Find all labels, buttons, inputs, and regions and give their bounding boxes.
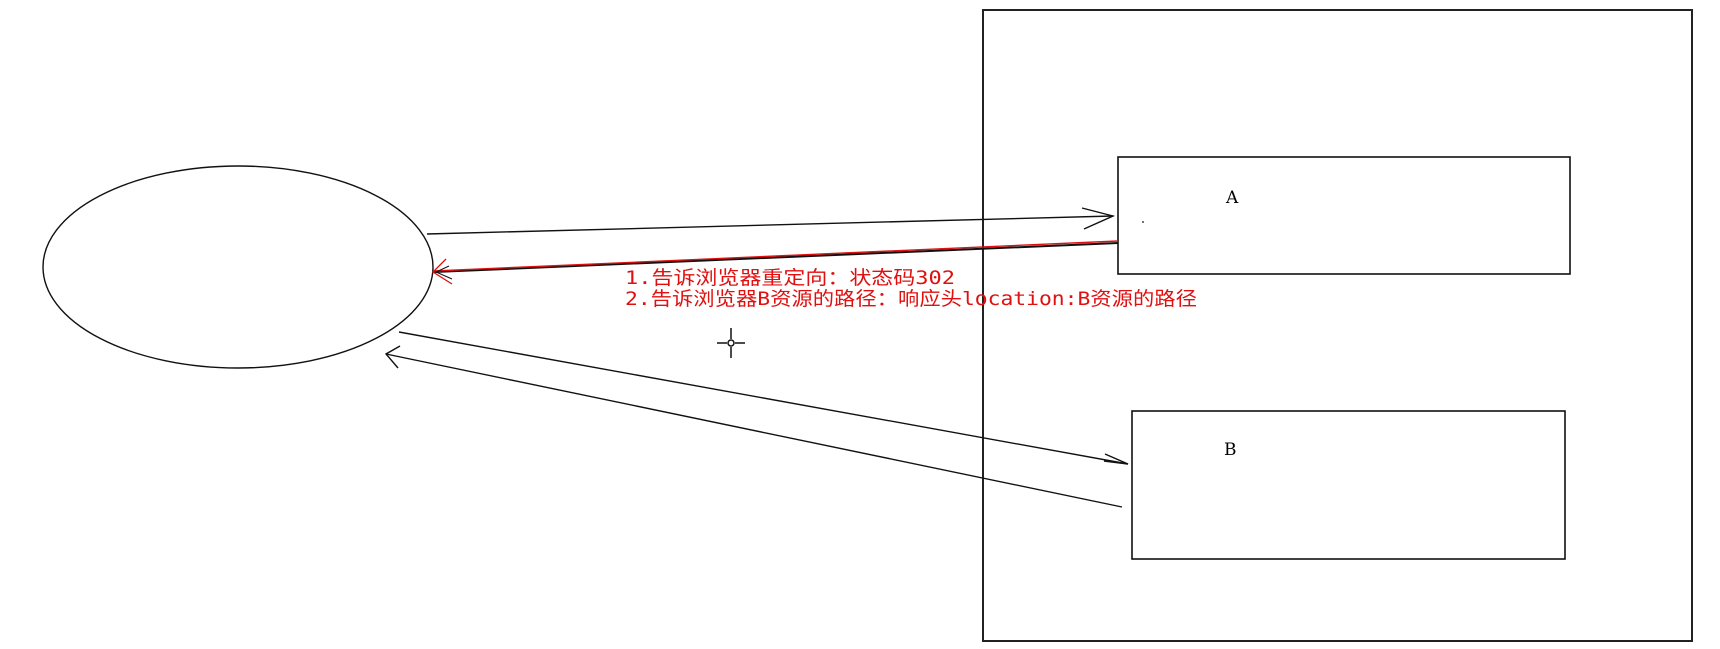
crosshair-cursor-icon bbox=[717, 328, 745, 358]
client-ellipse bbox=[42, 165, 434, 369]
annotation-line-1: 1.告诉浏览器重定向：状态码302 bbox=[625, 267, 955, 289]
request-a-arrow bbox=[426, 207, 1116, 235]
request-b-arrow bbox=[398, 331, 1129, 465]
resource-b-box bbox=[1131, 410, 1566, 560]
resource-a-label: A bbox=[1226, 188, 1239, 208]
resource-a-box bbox=[1117, 156, 1571, 275]
resource-b-label: B bbox=[1224, 440, 1237, 460]
redirect-response-arrow bbox=[431, 240, 1119, 285]
server-frame bbox=[982, 9, 1693, 642]
response-b-arrow bbox=[384, 345, 1123, 508]
annotation-line-2: 2.告诉浏览器B资源的路径：响应头location:B资源的路径 bbox=[625, 288, 1197, 310]
stray-dot bbox=[1142, 221, 1144, 223]
